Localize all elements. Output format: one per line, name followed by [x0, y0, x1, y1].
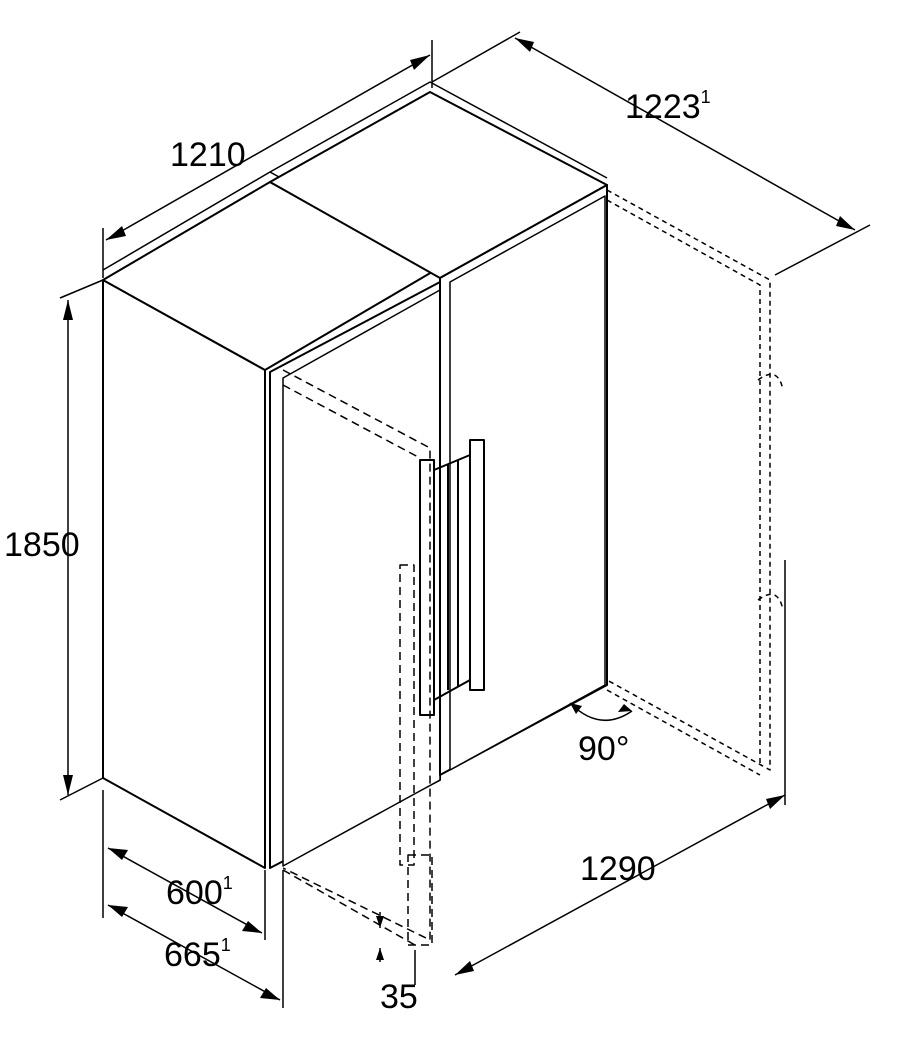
right-door-open-outline — [606, 189, 784, 776]
depth-body-label: 6001 — [166, 873, 233, 912]
depth-door-open-label: 1290 — [580, 850, 656, 888]
depth-with-door-label: 6651 — [164, 935, 231, 974]
handle-offset-label: 35 — [380, 978, 418, 1016]
dimension-lines — [59, 31, 871, 1008]
width-label: 1210 — [170, 136, 246, 174]
depth-open-label: 12231 — [625, 87, 711, 126]
door-angle-label: 90° — [578, 730, 630, 768]
open-door-outline — [282, 369, 433, 946]
arrowheads — [63, 38, 855, 1000]
height-label: 1850 — [4, 526, 80, 564]
left-cabinet-side — [102, 279, 266, 869]
